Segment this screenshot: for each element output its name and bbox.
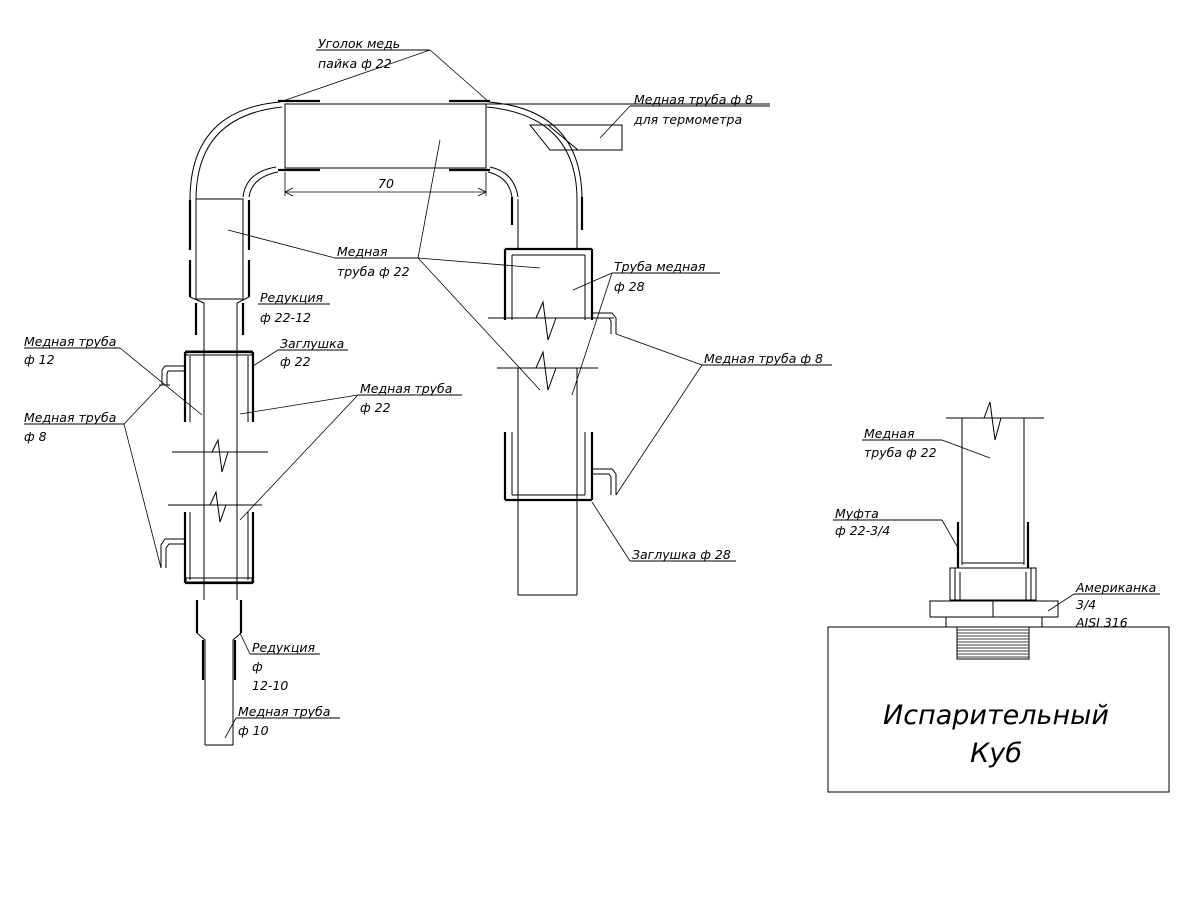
tube28-label-2: ф 28: [614, 279, 645, 294]
thermo-tube-label-2: для термометра: [633, 112, 742, 127]
tube28-label-1: Труба медная: [614, 259, 706, 274]
cube-tube-label-2: труба ф 22: [864, 445, 937, 460]
tube12-label-2: ф 12: [24, 352, 55, 367]
union-label-1: Американка: [1075, 580, 1156, 595]
reduction2-label-3: 12-10: [252, 678, 288, 693]
cube-title-line-1: Испарительный: [883, 700, 1109, 731]
reduction2-label-1: Редукция: [252, 640, 315, 655]
cap22-label-1: Заглушка: [280, 336, 344, 351]
tube8-left-label-1: Медная труба: [24, 410, 116, 425]
right-column: [488, 197, 617, 596]
tube8-right-label: Медная труба ф 8: [704, 351, 823, 366]
elbow-label-1: Уголок медь: [318, 36, 400, 51]
tube22-label-2: ф 22: [360, 400, 391, 415]
union-label-2: 3/4: [1076, 597, 1096, 612]
tube10-label-2: ф 10: [238, 723, 269, 738]
reduction2-label-2: ф: [252, 659, 263, 674]
boiler-assembly: [827, 401, 1170, 793]
union-label-3: AISI 316: [1075, 615, 1128, 630]
cube-tube-label-1: Медная: [864, 426, 915, 441]
leader-lines: [24, 49, 1160, 739]
cap28-label: Заглушка ф 28: [632, 547, 731, 562]
tube22-label-1: Медная труба: [360, 381, 452, 396]
left-column: [159, 198, 268, 746]
center-tube-label-1: Медная: [337, 244, 388, 259]
reduction1-label-2: ф 22-12: [260, 310, 311, 325]
reduction1-label-1: Редукция: [260, 290, 323, 305]
top-elbow-assembly: [189, 99, 770, 201]
cap22-label-2: ф 22: [280, 354, 311, 369]
center-tube-label-2: труба ф 22: [337, 264, 410, 279]
cube-title-line-2: Куб: [970, 738, 1022, 769]
tube8-left-label-2: ф 8: [24, 429, 47, 444]
tube12-label-1: Медная труба: [24, 334, 116, 349]
dimension-70: 70: [378, 176, 394, 191]
tube10-label-1: Медная труба: [238, 704, 330, 719]
coupling-label-1: Муфта: [835, 506, 879, 521]
elbow-label-2: пайка ф 22: [318, 56, 392, 71]
thermo-tube-label-1: Медная труба ф 8: [634, 92, 753, 107]
labels: Уголок медь пайка ф 22 Медная труба ф 8 …: [24, 36, 1156, 769]
coupling-label-2: ф 22-3/4: [835, 523, 890, 538]
